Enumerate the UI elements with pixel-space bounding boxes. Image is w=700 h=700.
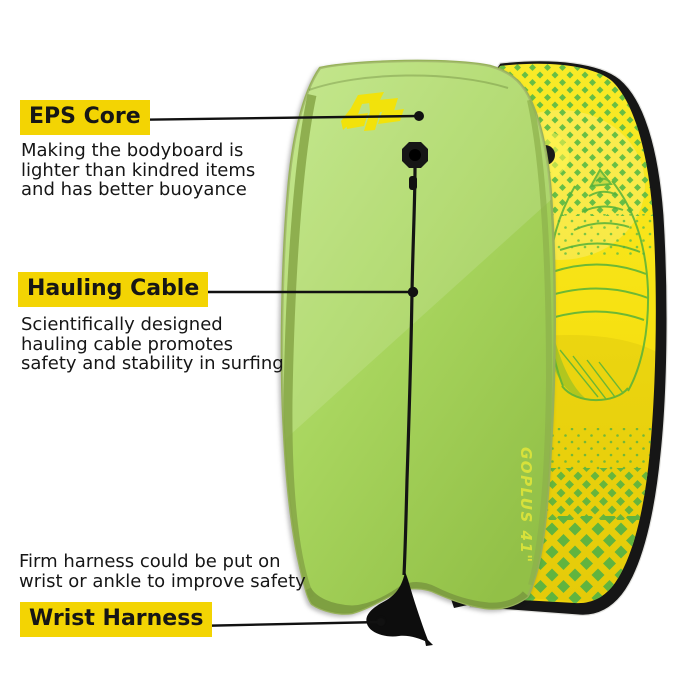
callout-lines [119, 111, 424, 628]
description-line: Scientifically designed [21, 314, 223, 335]
description-line: hauling cable promotes [21, 333, 234, 355]
hauling-cable-annotation: Hauling Cable [18, 272, 209, 308]
hauling-cable-description: Scientifically designed hauling cable pr… [21, 315, 284, 374]
eps-core-label: EPS Core [20, 100, 150, 136]
description-line: Making the bodyboard is [21, 140, 244, 161]
front-board-sheen [281, 60, 553, 444]
description-line: lighter than kindred items [21, 159, 256, 181]
wrist-harness-label: Wrist Harness [20, 602, 213, 638]
bodyboard-front: GOPLUS 41" [280, 59, 556, 646]
wrist-harness-tip [424, 636, 433, 646]
wrist-harness-description: Firm harness could be put on wrist or an… [19, 552, 306, 591]
wrist-harness-leader-line [194, 620, 382, 628]
front-board-tail-bevel [301, 582, 532, 614]
description-line: Firm harness could be put on [19, 551, 281, 572]
eps-core-leader-line [119, 114, 420, 122]
cable-bead [409, 176, 417, 190]
eps-core-leader-dot [414, 111, 424, 121]
hauling-cable-leader-dot [407, 286, 419, 298]
hauling-cable-line [402, 167, 417, 576]
wrist-harness-leader-dot [377, 618, 385, 626]
front-board-right-rim [527, 99, 553, 586]
leash-knob-center [409, 149, 421, 161]
front-board-nose-bevel-line [308, 74, 509, 91]
description-line: safety and stability in surfing [21, 353, 284, 374]
front-board-left-rim [283, 94, 317, 600]
description-line: wrist or ankle to improve safety [19, 570, 306, 592]
hauling-cable-label: Hauling Cable [18, 272, 209, 308]
description-line: and has better buoyance [21, 179, 247, 200]
brand-text: GOPLUS 41" [517, 447, 535, 564]
eps-core-description: Making the bodyboard is lighter than kin… [21, 141, 255, 200]
wrist-harness-annotation: Wrist Harness [20, 602, 213, 638]
eps-core-annotation: EPS Core [20, 100, 150, 136]
